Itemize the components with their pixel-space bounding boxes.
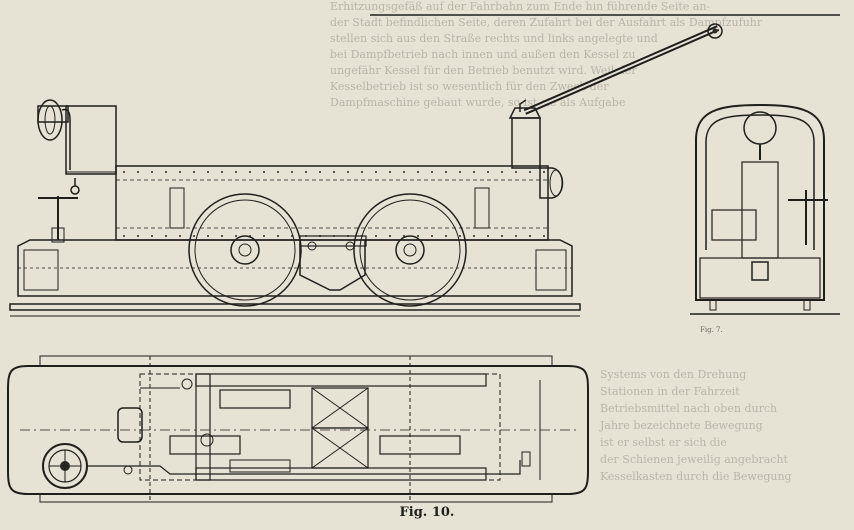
bleed-line-top: der Stadt befindlichen Seite, deren Zufa… <box>330 16 763 29</box>
wheel-rear <box>353 193 467 307</box>
trolley-wheel <box>707 23 723 39</box>
cab-box <box>65 105 117 175</box>
rail <box>9 303 581 311</box>
plan-view <box>7 355 589 503</box>
bleed-line-top: ungefähr Kessel für den Betrieb benutzt … <box>330 64 637 77</box>
small-figure-label: Fig. 7. <box>700 326 723 334</box>
handwheel <box>42 443 88 489</box>
front-cab-outline <box>695 103 825 301</box>
trolley-mast <box>511 117 541 169</box>
locomotive-body <box>115 165 549 241</box>
bleed-line-bottom: der Schienen jeweilig angebracht <box>600 453 789 466</box>
front-headlamp <box>743 111 777 145</box>
wheel-front <box>188 193 302 307</box>
bleed-line-top: Erhitzungsgefäß auf der Fahrbahn zum End… <box>330 0 710 13</box>
bleed-line-bottom: Systems von den Drehung <box>600 368 746 381</box>
bleed-line-bottom: ist er selbst er sich die <box>600 436 727 449</box>
bleed-line-top: stellen sich aus den Straße rechts und l… <box>330 32 658 45</box>
bleed-line-bottom: Betriebsmittel nach oben durch <box>600 402 777 415</box>
bleed-line-bottom: Stationen in der Fahrzeit <box>600 385 740 398</box>
headlamp-left <box>37 99 63 141</box>
bleed-line-bottom: Jahre bezeichnete Bewegung <box>599 419 763 432</box>
bleed-through-top: Erhitzungsgefäß auf der Fahrbahn zum End… <box>330 0 763 109</box>
side-elevation <box>9 14 840 317</box>
figure-caption: Fig. 10. <box>399 505 455 520</box>
bleed-line-top: bei Dampfbetrieb nach innen und außen de… <box>330 48 636 61</box>
bleed-line-top: Kesselbetrieb ist so wesentlich für den … <box>330 80 609 93</box>
front-elevation <box>690 103 840 315</box>
bleed-line-bottom: Kesselkasten durch die Bewegung <box>600 470 792 483</box>
bleed-line-top: Dampfmaschine gebaut wurde, so ist sie a… <box>330 96 625 109</box>
frame-side <box>17 239 573 297</box>
plan-outline <box>7 365 589 495</box>
